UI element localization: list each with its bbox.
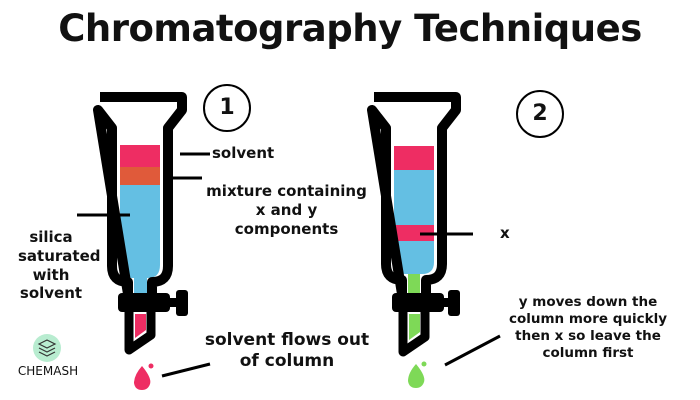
flow-pointer (161, 362, 211, 378)
column-tip (398, 312, 430, 357)
step-2-circle (516, 90, 564, 138)
y-drop (408, 364, 425, 388)
silica-layer (394, 170, 434, 274)
stopcock (118, 293, 170, 312)
mixture-label: mixture containing x and y components (206, 182, 367, 238)
solvent-label: solvent (212, 144, 275, 162)
stopcock-knob (176, 290, 188, 316)
y-tip (409, 314, 420, 340)
column-tip (124, 312, 156, 355)
logo-name: CHEMASH (17, 364, 79, 378)
solvent-layer (394, 146, 434, 170)
silica-layer (120, 185, 160, 278)
step-2-number: 2 (532, 101, 548, 126)
y-stem (408, 274, 420, 296)
mixture-layer (120, 167, 160, 185)
step-1-circle (203, 84, 251, 132)
solvent-drop (134, 366, 151, 390)
stopcock-knob (448, 290, 460, 316)
column-2 (367, 90, 564, 388)
flow-label: solvent flows out of column (204, 330, 370, 372)
tip-liquid (135, 314, 146, 338)
column-1 (77, 84, 251, 390)
silica-label: silica saturated with solvent (18, 228, 101, 303)
stopcock (392, 293, 444, 312)
x-label: x (500, 224, 510, 242)
step-1-number: 1 (219, 95, 235, 120)
chemash-logo (33, 334, 61, 362)
y-pointer (444, 334, 501, 367)
page-title: Chromatography Techniques (58, 7, 642, 50)
solvent-layer (120, 145, 160, 167)
explanation-label: y moves down the column more quickly the… (508, 294, 668, 361)
layers-icon (37, 339, 57, 357)
x-band (394, 225, 434, 241)
column-outline (367, 92, 461, 299)
stem-liquid (134, 278, 147, 296)
column-outline (93, 92, 187, 299)
